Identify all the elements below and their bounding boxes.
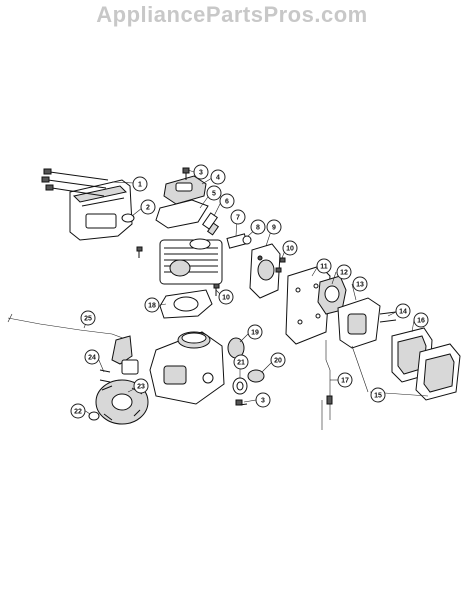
muffler	[69, 179, 133, 241]
svg-text:17: 17	[341, 378, 349, 385]
ignition-wire	[7, 317, 129, 341]
muffler-bolts	[41, 168, 109, 197]
callout-20: 20	[270, 352, 286, 368]
svg-text:23: 23	[137, 384, 145, 391]
callout-24: 24	[84, 349, 100, 365]
svg-text:4: 4	[216, 175, 220, 182]
svg-text:19: 19	[251, 330, 259, 337]
ignition-coil	[111, 335, 139, 375]
callout-8: 8	[250, 219, 266, 235]
callout-12: 12	[336, 264, 352, 280]
svg-text:22: 22	[74, 409, 82, 416]
callouts: 1 2 3 4 5 6 7 8 9 10 10 11 12 13 14 15 1…	[70, 164, 429, 419]
svg-text:7: 7	[236, 215, 240, 222]
ignition-wire-end	[7, 313, 13, 323]
crankcase	[149, 331, 225, 405]
callout-13: 13	[352, 276, 368, 292]
svg-text:2: 2	[146, 205, 150, 212]
callout-25: 25	[80, 310, 96, 326]
flywheel	[95, 379, 149, 425]
callout-3-top: 3	[193, 164, 209, 180]
filter-screws	[379, 311, 397, 323]
callout-22: 22	[70, 403, 86, 419]
svg-text:14: 14	[399, 309, 407, 316]
coil-screws	[99, 369, 111, 383]
callout-21: 21	[233, 354, 249, 370]
air-filter-cover	[415, 343, 461, 401]
primer-bulb	[247, 369, 265, 383]
svg-text:15: 15	[374, 393, 382, 400]
callout-15: 15	[370, 387, 386, 403]
cylinder-screws	[136, 246, 220, 296]
coupling-hole	[236, 381, 244, 391]
svg-text:1: 1	[138, 182, 142, 189]
callout-14: 14	[395, 303, 411, 319]
svg-text:21: 21	[237, 360, 245, 367]
callout-10-left: 10	[218, 289, 234, 305]
callout-5: 5	[206, 185, 222, 201]
callout-3-bottom: 3	[255, 392, 271, 408]
svg-text:12: 12	[340, 270, 348, 277]
callout-16: 16	[413, 312, 429, 328]
muffler-gasket	[121, 213, 135, 223]
intake-screws	[275, 257, 286, 273]
intake-manifold	[249, 243, 281, 299]
callout-11: 11	[316, 258, 332, 274]
svg-text:20: 20	[274, 358, 282, 365]
fuel-line	[321, 340, 333, 430]
screw-bottom	[235, 399, 248, 406]
svg-text:25: 25	[84, 316, 92, 323]
callout-7: 7	[230, 209, 246, 225]
watermark: AppliancePartsPros.com	[96, 2, 368, 27]
svg-text:6: 6	[225, 199, 229, 206]
callout-10-right: 10	[282, 240, 298, 256]
callout-2: 2	[140, 199, 156, 215]
svg-text:10: 10	[222, 295, 230, 302]
svg-text:10: 10	[286, 246, 294, 253]
callout-4: 4	[210, 169, 226, 185]
callout-23: 23	[133, 378, 149, 394]
callout-18: 18	[144, 297, 160, 313]
air-filter-housing	[337, 297, 381, 349]
callout-1: 1	[132, 176, 148, 192]
flywheel-nut	[88, 411, 100, 421]
cylinder-cover	[163, 175, 207, 205]
cover-gasket	[155, 199, 209, 229]
callout-6: 6	[219, 193, 235, 209]
svg-text:11: 11	[320, 264, 328, 271]
carburetor	[317, 275, 347, 315]
svg-text:8: 8	[256, 225, 260, 232]
svg-text:9: 9	[272, 225, 276, 232]
svg-text:3: 3	[199, 170, 203, 177]
callout-19: 19	[247, 324, 263, 340]
svg-text:16: 16	[417, 318, 425, 325]
base-gasket-hole	[173, 296, 199, 312]
callout-17: 17	[337, 372, 353, 388]
callout-9: 9	[266, 219, 282, 235]
cylinder	[159, 238, 223, 285]
spark-plug	[202, 212, 220, 236]
svg-text:5: 5	[212, 191, 216, 198]
svg-text:18: 18	[148, 303, 156, 310]
svg-text:3: 3	[261, 398, 265, 405]
svg-text:13: 13	[356, 282, 364, 289]
svg-text:24: 24	[88, 355, 96, 362]
carb-gasket	[242, 235, 252, 245]
